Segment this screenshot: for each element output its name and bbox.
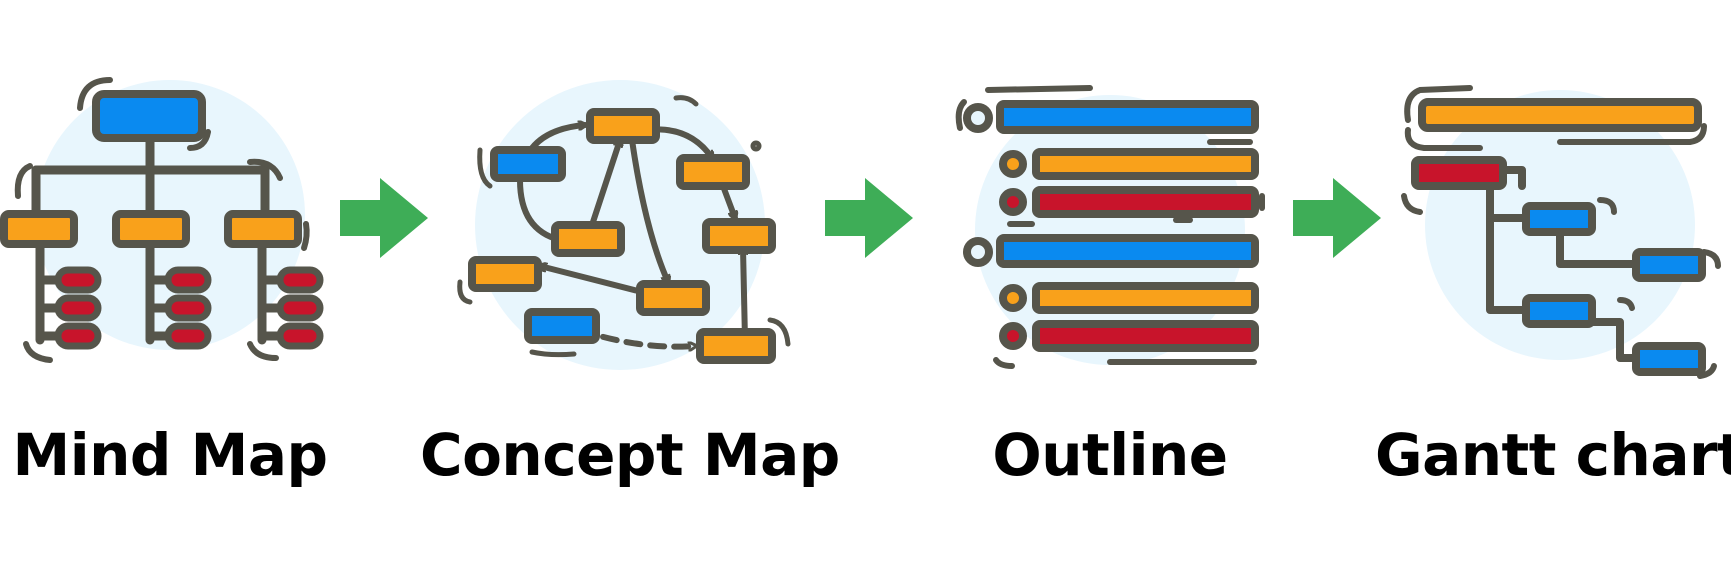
- right-arrow-icon: [1293, 178, 1381, 258]
- gantt-chart-icon: [1401, 85, 1721, 379]
- mind-map-label: Mind Map: [12, 421, 328, 489]
- gantt-chart-label: Gantt chart: [1375, 421, 1731, 489]
- outline-icon: [955, 85, 1265, 369]
- concept-map-icon: [457, 80, 791, 370]
- concept-map-label: Concept Map: [420, 421, 840, 489]
- mind-map-icon: [0, 77, 324, 363]
- right-arrow-icon: [825, 178, 913, 258]
- outline-label: Outline: [992, 421, 1228, 489]
- right-arrow-icon: [340, 178, 428, 258]
